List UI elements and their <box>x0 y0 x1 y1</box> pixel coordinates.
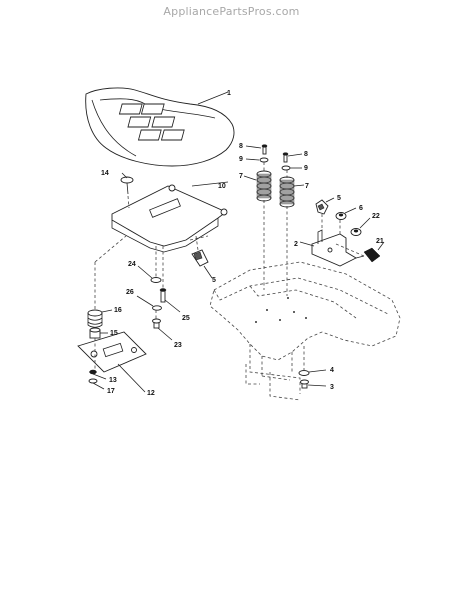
site-watermark: AppliancePartsPros.com <box>163 5 300 18</box>
seat-pan-part[interactable] <box>111 181 229 253</box>
nut-13-part[interactable] <box>89 369 107 380</box>
callout-1: 1 <box>227 90 231 97</box>
spring-7-right-part[interactable] <box>279 176 305 208</box>
spring-16-part[interactable] <box>87 309 113 328</box>
nut-6-part[interactable] <box>335 207 357 220</box>
washer-9-right-part[interactable] <box>281 165 302 171</box>
callout-10: 10 <box>218 183 226 190</box>
callout-4: 4 <box>330 367 334 374</box>
callout-7-right: 7 <box>305 183 309 190</box>
adjuster-5-lower-part[interactable] <box>191 249 213 279</box>
callout-3: 3 <box>330 384 334 391</box>
callout-26: 26 <box>126 289 134 296</box>
washer-4-part[interactable] <box>298 369 327 376</box>
callout-21: 21 <box>376 238 384 245</box>
callout-13: 13 <box>109 377 117 384</box>
washer-26-part[interactable] <box>136 295 162 311</box>
bolt-23-part[interactable] <box>152 318 173 341</box>
callout-25: 25 <box>182 315 190 322</box>
spacer-15-part[interactable] <box>89 327 108 339</box>
callout-23: 23 <box>174 342 182 349</box>
callout-17: 17 <box>107 388 115 395</box>
callout-12: 12 <box>147 390 155 397</box>
callout-6: 6 <box>359 205 363 212</box>
callout-5-upper: 5 <box>337 195 341 202</box>
bolt-14-part[interactable] <box>120 172 134 209</box>
seat-part[interactable] <box>85 87 235 167</box>
washer-9-left-part[interactable] <box>245 157 269 163</box>
callout-9-left: 9 <box>239 156 243 163</box>
callout-14: 14 <box>101 170 109 177</box>
callout-8-right: 8 <box>304 151 308 158</box>
callout-7-left: 7 <box>239 173 243 180</box>
bolt-8-right-part[interactable] <box>282 152 303 163</box>
callout-9-right: 9 <box>304 165 308 172</box>
bolt-25-part[interactable] <box>159 288 181 313</box>
knob-21-part[interactable] <box>355 241 385 263</box>
callout-24: 24 <box>128 261 136 268</box>
washer-24-part[interactable] <box>137 265 162 283</box>
callout-5-lower: 5 <box>212 277 216 284</box>
bolt-8-left-part[interactable] <box>245 144 268 155</box>
nut-22-part[interactable] <box>350 217 371 236</box>
callout-15: 15 <box>110 330 118 337</box>
bolt-3-part[interactable] <box>300 379 327 389</box>
adjuster-5-upper-part[interactable] <box>315 197 335 215</box>
tractor-frame <box>209 261 401 401</box>
callout-22: 22 <box>372 213 380 220</box>
callout-labels: 1 2 3 4 5 5 6 7 7 8 8 9 9 10 12 13 14 15… <box>101 90 384 397</box>
spring-7-left-part[interactable] <box>243 170 272 202</box>
washer-17-part[interactable] <box>88 378 105 390</box>
callout-2: 2 <box>294 241 298 248</box>
callout-8-left: 8 <box>239 143 243 150</box>
callout-16: 16 <box>114 307 122 314</box>
bracket-2-part[interactable] <box>299 229 357 267</box>
